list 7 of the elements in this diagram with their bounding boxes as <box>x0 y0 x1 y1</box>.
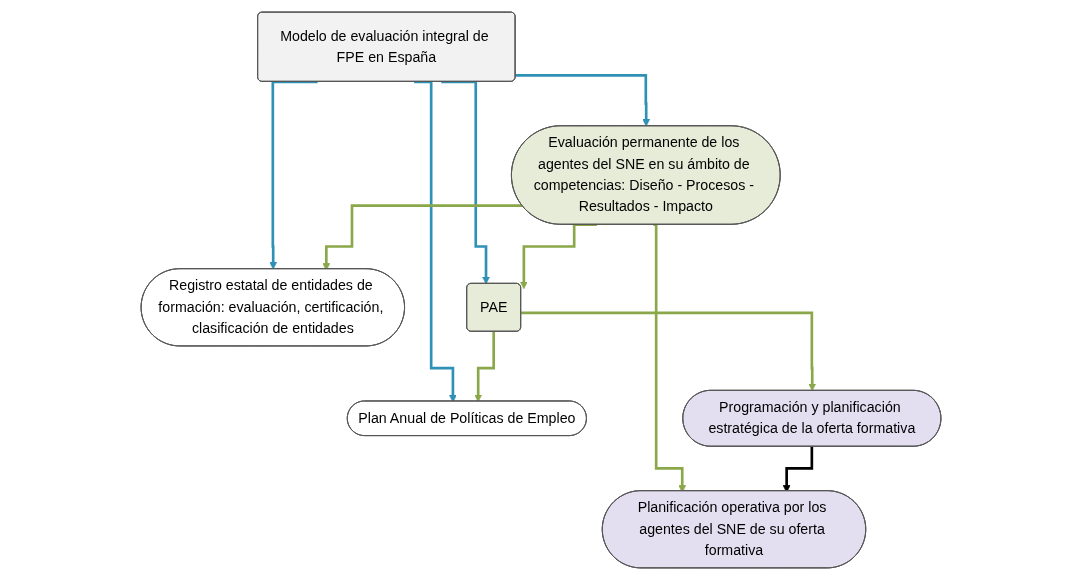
arrow <box>519 222 597 289</box>
arrow <box>474 329 496 402</box>
arrow <box>414 79 457 402</box>
arrow <box>269 79 318 269</box>
arrow <box>441 79 490 284</box>
arrow <box>521 311 817 391</box>
arrow <box>515 73 651 127</box>
